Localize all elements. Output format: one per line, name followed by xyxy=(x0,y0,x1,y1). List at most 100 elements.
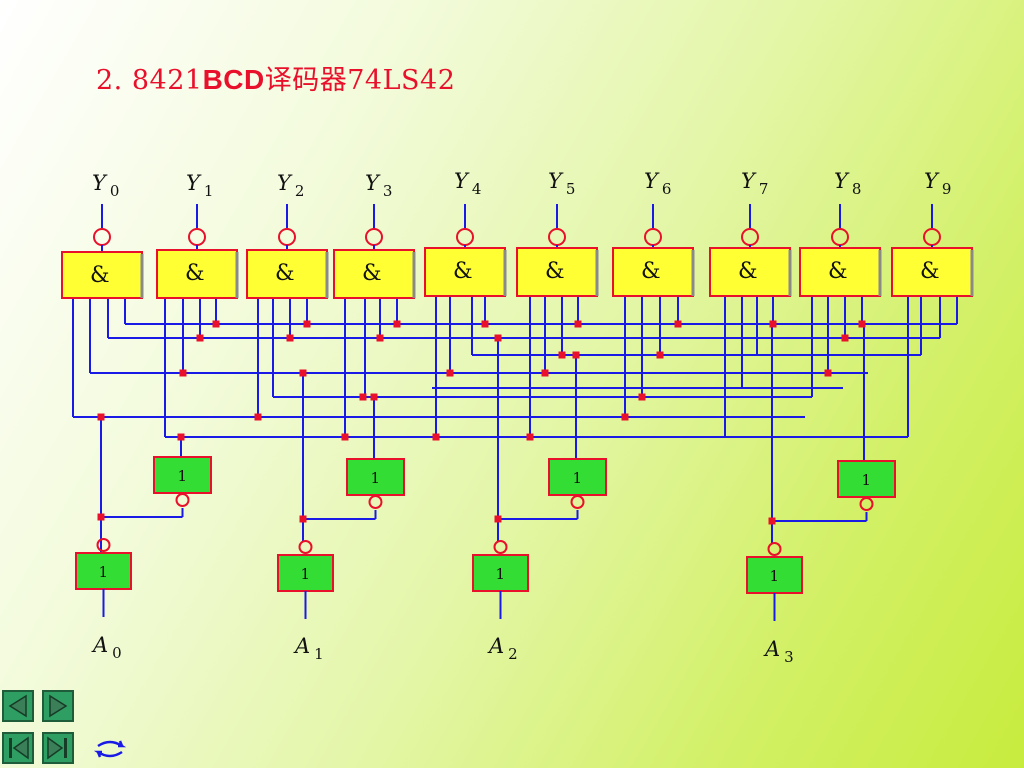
junction-dot xyxy=(212,320,220,328)
input-subscript: 3 xyxy=(784,648,794,666)
and-gate-8 xyxy=(799,247,881,297)
junction-dot xyxy=(393,320,401,328)
junction-dot xyxy=(432,433,440,441)
output-subscript: 4 xyxy=(472,180,482,198)
inverter-symbol: 1 xyxy=(371,469,381,487)
inverter-symbol: 1 xyxy=(99,563,109,581)
complement-inverter-3 xyxy=(837,460,896,498)
complement-inverter-1 xyxy=(346,458,405,496)
slide-navigation xyxy=(0,688,80,768)
inverter-symbol: 1 xyxy=(862,471,872,489)
junction-dot xyxy=(621,413,629,421)
next-slide-button[interactable] xyxy=(42,690,74,722)
return-button[interactable] xyxy=(92,738,128,762)
junction-dot xyxy=(286,334,294,342)
inverter-bubble xyxy=(298,540,313,554)
inverter-bubble xyxy=(96,538,111,552)
junction-dot xyxy=(179,369,187,377)
and-gate-9 xyxy=(891,247,973,297)
junction-dot xyxy=(768,517,776,525)
output-bubble xyxy=(644,228,662,246)
previous-slide-button[interactable] xyxy=(2,690,34,722)
inverter-bubble xyxy=(767,542,782,556)
slide-title: 2. 8421BCD译码器74LS42 xyxy=(96,58,455,97)
inverter-symbol: 1 xyxy=(178,467,188,485)
junction-dot xyxy=(656,351,664,359)
input-buffer-2 xyxy=(472,554,529,592)
inverter-bubble xyxy=(570,495,585,509)
output-subscript: 5 xyxy=(566,180,576,198)
output-bubble xyxy=(188,228,206,246)
junction-dot xyxy=(494,515,502,523)
and-gate-2 xyxy=(246,249,328,299)
junction-dot xyxy=(177,433,185,441)
inverter-symbol: 1 xyxy=(301,565,311,583)
skip-to-end-icon xyxy=(47,736,67,760)
last-slide-button[interactable] xyxy=(42,732,74,764)
output-bubble xyxy=(456,228,474,246)
output-bubble xyxy=(278,228,296,246)
junction-dot xyxy=(638,393,646,401)
and-gate-symbol: & xyxy=(738,259,758,284)
output-bubble xyxy=(548,228,566,246)
and-gate-symbol: & xyxy=(185,261,205,286)
triangle-right-icon xyxy=(49,694,68,718)
first-slide-button[interactable] xyxy=(2,732,34,764)
junction-dot xyxy=(769,320,777,328)
input-subscript: 2 xyxy=(508,645,518,663)
input-subscript: 0 xyxy=(112,644,122,662)
junction-dot xyxy=(341,433,349,441)
inverter-bubble xyxy=(368,495,383,509)
inverter-bubble xyxy=(493,540,508,554)
junction-dot xyxy=(494,334,502,342)
output-subscript: 9 xyxy=(942,180,952,198)
output-subscript: 6 xyxy=(662,180,672,198)
junction-dot xyxy=(674,320,682,328)
inverter-symbol: 1 xyxy=(573,469,583,487)
output-subscript: 7 xyxy=(759,180,769,198)
output-bubble xyxy=(923,228,941,246)
and-gate-symbol: & xyxy=(545,259,565,284)
junction-dot xyxy=(572,351,580,359)
and-gate-5 xyxy=(516,247,598,297)
and-gate-symbol: & xyxy=(828,259,848,284)
junction-dot xyxy=(481,320,489,328)
title-prefix: 2. 8421 xyxy=(96,65,203,96)
and-gate-symbol: & xyxy=(362,261,382,286)
junction-dot xyxy=(541,369,549,377)
complement-inverter-2 xyxy=(548,458,607,496)
junction-dot xyxy=(841,334,849,342)
output-bubble xyxy=(741,228,759,246)
output-subscript: 2 xyxy=(295,182,305,200)
output-subscript: 8 xyxy=(852,180,862,198)
junction-dot xyxy=(558,351,566,359)
output-subscript: 1 xyxy=(204,182,214,200)
junction-dot xyxy=(97,413,105,421)
junction-dot xyxy=(824,369,832,377)
junction-dot xyxy=(254,413,262,421)
and-gate-symbol: & xyxy=(453,259,473,284)
output-subscript: 3 xyxy=(383,182,393,200)
junction-dot xyxy=(858,320,866,328)
return-arrow-icon xyxy=(93,740,127,758)
output-bubble xyxy=(365,228,383,246)
and-gate-symbol: & xyxy=(275,261,295,286)
triangle-left-icon xyxy=(8,694,27,718)
input-subscript: 1 xyxy=(314,645,324,663)
junction-dot xyxy=(299,515,307,523)
inverter-bubble xyxy=(859,497,874,511)
and-gate-symbol: & xyxy=(90,263,110,288)
junction-dot xyxy=(299,369,307,377)
junction-dot xyxy=(196,334,204,342)
junction-dot xyxy=(359,393,367,401)
